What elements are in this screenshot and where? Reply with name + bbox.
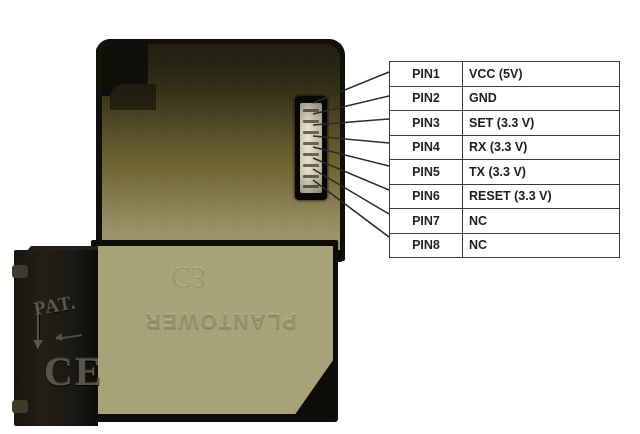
pin-function-cell: GND — [462, 85, 620, 111]
pin-function-cell: NC — [462, 232, 620, 258]
table-row: PIN4 RX (3.3 V) — [389, 134, 620, 160]
connector-pin — [303, 175, 319, 178]
pin-number-cell: PIN1 — [389, 61, 463, 87]
connector-shading — [300, 103, 322, 193]
connector-pin — [303, 142, 319, 145]
down-arrow-icon — [33, 314, 43, 349]
pin-function-cell: NC — [462, 208, 620, 234]
connector-pin — [303, 120, 319, 123]
connector-pin — [303, 131, 319, 134]
brand-name-emboss: PLANTOWER — [143, 309, 297, 332]
pin-number-cell: PIN7 — [389, 208, 463, 234]
pin-table-body: PIN1 VCC (5V) PIN2 GND PIN3 SET (3.3 V) … — [389, 61, 620, 258]
ce-marking: CE — [44, 349, 104, 394]
pin-number-cell: PIN5 — [389, 159, 463, 185]
8-pin-connector-housing — [295, 96, 327, 200]
connector-pin — [303, 109, 319, 112]
pin-function-cell: TX (3.3 V) — [462, 159, 620, 185]
pin-function-cell: RX (3.3 V) — [462, 134, 620, 160]
connector-pin — [303, 185, 319, 188]
table-row: PIN2 GND — [389, 85, 620, 111]
table-row: PIN1 VCC (5V) — [389, 61, 620, 87]
pin-number-cell: PIN3 — [389, 110, 463, 136]
sensor-upper-corner-notch — [102, 44, 156, 110]
pin-number-cell: PIN2 — [389, 85, 463, 111]
table-row: PIN5 TX (3.3 V) — [389, 159, 620, 185]
table-row: PIN8 NC — [389, 232, 620, 258]
pin-function-cell: VCC (5V) — [462, 61, 620, 87]
table-row: PIN3 SET (3.3 V) — [389, 110, 620, 136]
embossed-markings: ƐƆ PLANTOWER — [98, 246, 333, 414]
sensor-device-photo: ƐƆ PLANTOWER PAT. CE — [0, 18, 360, 428]
table-row: PIN7 NC — [389, 208, 620, 234]
pin-number-cell: PIN6 — [389, 183, 463, 209]
connector-pin — [303, 164, 319, 167]
pin-assignment-table: PIN1 VCC (5V) PIN2 GND PIN3 SET (3.3 V) … — [389, 61, 620, 258]
connector-contact-block — [300, 103, 322, 193]
pin-number-cell: PIN4 — [389, 134, 463, 160]
pin-function-cell: SET (3.3 V) — [462, 110, 620, 136]
block-lug-bottom — [12, 400, 28, 413]
table-row: PIN6 RESET (3.3 V) — [389, 183, 620, 209]
block-lug-top — [12, 265, 28, 278]
connector-pin — [303, 153, 319, 156]
pin-function-cell: RESET (3.3 V) — [462, 183, 620, 209]
brand-logo-emboss: ƐƆ — [170, 261, 206, 294]
sensor-lower-faceplate: ƐƆ PLANTOWER — [98, 246, 333, 414]
pin-number-cell: PIN8 — [389, 232, 463, 258]
brushed-metal-texture — [98, 246, 333, 414]
